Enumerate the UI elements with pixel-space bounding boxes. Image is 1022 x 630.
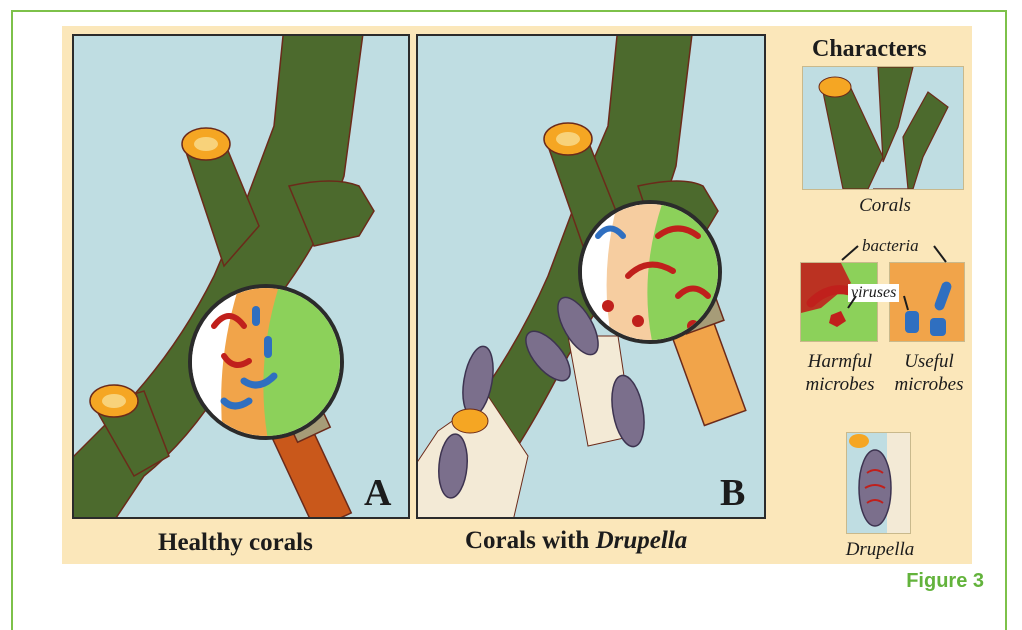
useful-line2: microbes	[884, 373, 974, 396]
useful-line1: Useful	[884, 350, 974, 373]
drupella-thumbnail	[846, 432, 911, 534]
drupella-label: Drupella	[830, 538, 930, 561]
figure-number-label: Figure 3	[906, 570, 984, 593]
harmful-line2: microbes	[795, 373, 885, 396]
harmful-line1: Harmful	[795, 350, 885, 373]
